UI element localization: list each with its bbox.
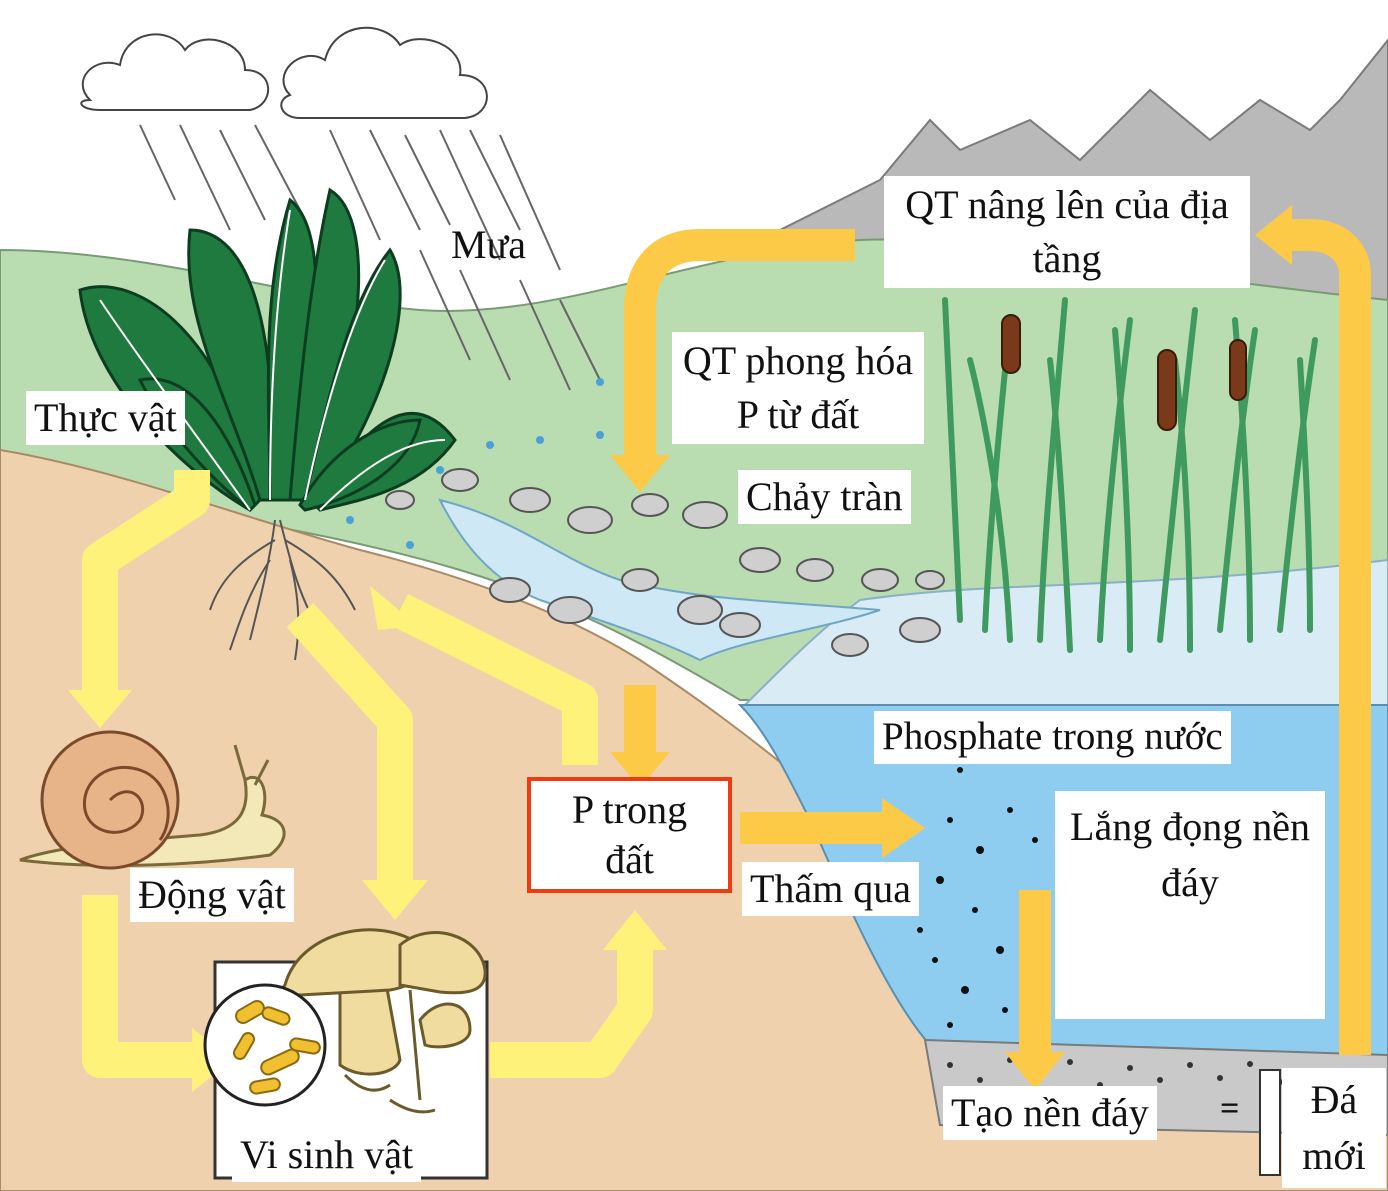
- label-sedimentation: Lắng đọng nền đáy: [1055, 791, 1325, 1019]
- label-soil-phosphorus: P trong đất: [527, 777, 732, 893]
- label-uplift: QT nâng lên của địa tầng: [884, 176, 1250, 288]
- label-runoff: Chảy tràn: [738, 470, 911, 524]
- equals-divider: [1260, 1070, 1280, 1175]
- label-leaching: Thấm qua: [742, 862, 919, 916]
- label-bottom-formation: Tạo nền đáy: [943, 1086, 1157, 1140]
- cloud-icon: [81, 28, 487, 118]
- label-rain: Mưa: [443, 218, 534, 272]
- label-animal: Động vật: [130, 868, 294, 922]
- label-weathering: QT phong hóa P từ đất: [672, 332, 924, 444]
- label-phosphate-water: Phosphate trong nước: [874, 711, 1231, 764]
- label-new-rock: Đá mới: [1282, 1068, 1386, 1188]
- label-equals: =: [1220, 1088, 1239, 1131]
- label-plant: Thực vật: [26, 391, 185, 445]
- label-microorganisms: Vi sinh vật: [232, 1128, 421, 1182]
- label-soil-phosphorus-text: P trong đất: [555, 785, 705, 885]
